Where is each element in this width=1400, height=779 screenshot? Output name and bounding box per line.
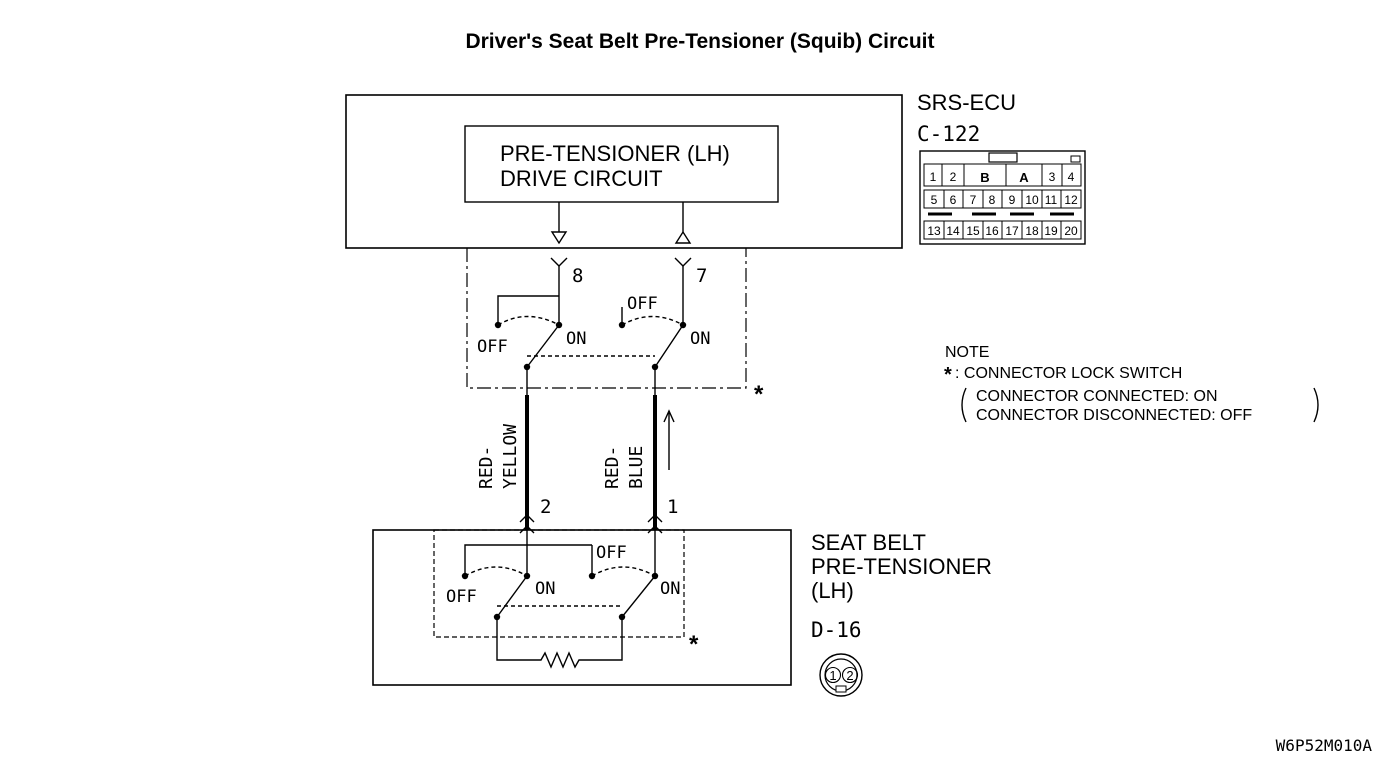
ecu-lock-switch-star: *	[754, 381, 764, 408]
pretensioner-box	[372, 529, 792, 686]
ecu-pin-10: 10	[1025, 193, 1039, 207]
diagram-title: Driver's Seat Belt Pre-Tensioner (Squib)…	[465, 30, 934, 53]
ecu-pin-15: 15	[966, 224, 980, 238]
drive-circuit-label-2: DRIVE CIRCUIT	[500, 166, 663, 191]
pretensioner-switch-right	[527, 544, 656, 618]
ecu-pin-14: 14	[946, 224, 960, 238]
srs-ecu-label: SRS-ECU	[917, 90, 1016, 115]
note-bracket-right	[1313, 387, 1319, 423]
d-16-connector-face: 1 2	[819, 653, 863, 697]
ecu-pin-4: 4	[1068, 170, 1075, 184]
wire-left-color-1: RED-	[476, 446, 497, 489]
ecu-pin-11: 11	[1045, 193, 1058, 207]
wire-right-color-2: BLUE	[626, 446, 647, 489]
ecu-pin-8-label: 8	[572, 265, 583, 287]
ecu-pin-9: 9	[1009, 193, 1016, 207]
ecu-pin-6: 6	[950, 193, 957, 207]
ecu-pin-12: 12	[1064, 193, 1078, 207]
ecu-pin-2: 2	[950, 170, 957, 184]
ecu-terminals	[550, 257, 692, 325]
d16-pin-2: 2	[846, 668, 853, 683]
pretensioner-switch-left-on: ON	[535, 579, 555, 599]
ecu-switch-left-on: ON	[566, 329, 586, 349]
drive-circuit-box	[464, 125, 779, 203]
srs-ecu-box	[345, 94, 903, 249]
ecu-pin-16: 16	[985, 224, 999, 238]
ecu-pin-19: 19	[1044, 224, 1058, 238]
pretensioner-pin-1-label: 1	[667, 496, 678, 518]
ecu-lock-switch-boundary	[466, 248, 747, 389]
pretensioner-pin-2-label: 2	[540, 496, 551, 518]
c-122-connector-face: 1 2 B A 3 4 5 6 7 8 9 10 11 12 13 14 15 …	[919, 150, 1086, 245]
note-star: *	[944, 364, 952, 386]
ecu-pin-7-label: 7	[696, 265, 707, 287]
note-line-2: CONNECTOR CONNECTED: ON	[976, 388, 1218, 405]
ecu-pin-8: 8	[989, 193, 996, 207]
note-bracket-left	[961, 387, 967, 423]
ecu-pin-17: 17	[1005, 224, 1019, 238]
pretensioner-label-1: SEAT BELT	[811, 530, 926, 555]
pretensioner-label-2: PRE-TENSIONER	[811, 554, 992, 579]
ecu-switch-left	[497, 295, 655, 395]
ecu-pin-18: 18	[1025, 224, 1039, 238]
note-heading: NOTE	[945, 344, 989, 361]
wire-left-color-2: YELLOW	[500, 424, 521, 489]
ecu-switch-right-on: ON	[690, 329, 710, 349]
pretensioner-switch-left-off: OFF	[446, 587, 477, 607]
ecu-pin-20: 20	[1064, 224, 1078, 238]
pretensioner-switch-left	[464, 544, 622, 618]
ecu-pin-3: 3	[1049, 170, 1056, 184]
ecu-pin-7: 7	[970, 193, 977, 207]
pretensioner-switch-right-on: ON	[660, 579, 680, 599]
pretensioner-lock-switch-star: *	[689, 631, 699, 658]
current-flow-arrow	[663, 409, 675, 470]
pretensioner-lock-switch-boundary	[433, 529, 685, 638]
wire-right-color-1: RED-	[602, 446, 623, 489]
ecu-connector-label: C-122	[917, 122, 980, 146]
ecu-pin-13: 13	[927, 224, 941, 238]
pretensioner-switch-right-off: OFF	[596, 543, 627, 563]
pretensioner-label-3: (LH)	[811, 578, 854, 603]
figure-code: W6P52M010A	[1276, 736, 1373, 755]
pretensioner-connector-label: D-16	[811, 618, 862, 642]
squib-resistor	[496, 617, 623, 669]
drive-circuit-outputs	[550, 202, 692, 245]
ecu-switch-left-off: OFF	[477, 337, 508, 357]
ecu-pin-1: 1	[930, 170, 937, 184]
ecu-pin-a: A	[1019, 170, 1029, 185]
note-line-3: CONNECTOR DISCONNECTED: OFF	[976, 407, 1252, 424]
ecu-switch-right	[621, 307, 684, 395]
drive-circuit-label-1: PRE-TENSIONER (LH)	[500, 141, 730, 166]
ecu-pin-b: B	[980, 170, 989, 185]
d16-pin-1: 1	[829, 668, 836, 683]
note-line-1: : CONNECTOR LOCK SWITCH	[955, 365, 1182, 382]
ecu-pin-5: 5	[931, 193, 938, 207]
ecu-switch-right-off: OFF	[627, 294, 658, 314]
